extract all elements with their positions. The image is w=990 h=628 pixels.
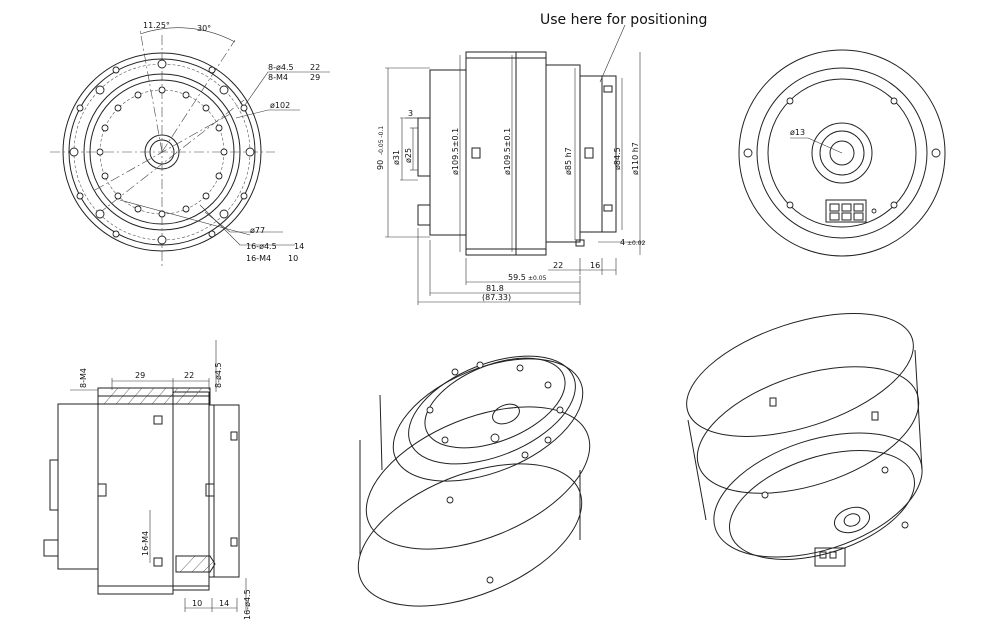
dim-14-section: 14 — [219, 599, 229, 608]
angle-11-25-label: 11.25° — [143, 21, 170, 30]
dia-110-label: ø110 h7 — [631, 142, 640, 175]
holes-8-d4-5-label: 8-ø4.5 — [268, 63, 294, 72]
front-view: 11.25° 30° 8-ø4.5 22 8-M4 29 ø102 ø77 16… — [50, 21, 330, 268]
dim-4-label: 4 — [620, 238, 625, 247]
dia-84-5-label: ø84.5 — [613, 147, 622, 170]
dia-102-label: ø102 — [270, 101, 290, 110]
holes-16-depth-label: 14 — [294, 242, 304, 251]
dim-29-section: 29 — [135, 371, 145, 380]
isometric-rear — [686, 313, 923, 567]
dim-16-label: 16 — [590, 261, 600, 270]
angle-30-label: 30° — [197, 24, 211, 33]
dim-59-5-tolerance: ±0.05 — [528, 275, 547, 282]
dia-77-label: ø77 — [250, 226, 265, 235]
dia-109-5-label-b: ø109.5±0.1 — [503, 128, 512, 175]
holes-16-d4-5-label: 16-ø4.5 — [246, 242, 277, 251]
dim-3-label: 3 — [408, 109, 413, 118]
dim-22-label: 22 — [553, 261, 563, 270]
dim-87-33-label: (87.33) — [482, 293, 511, 302]
thread-8-m4-section: 8-M4 — [79, 368, 88, 388]
holes-8-depth-label: 22 — [310, 63, 320, 72]
dim-90-label: 90 — [376, 160, 385, 170]
hole-8-section: 8-ø4.5 — [214, 362, 223, 388]
thread-16-m4-label: 16-M4 — [246, 254, 271, 263]
section-view: 8-M4 29 22 8-ø4.5 16-M4 10 14 16-ø4.5 — [43, 340, 252, 620]
dim-10-section: 10 — [192, 599, 202, 608]
side-view: Use here for positioning 3 90 -0.05 -0.1… — [376, 12, 707, 305]
dia-25-label: ø25 — [404, 148, 413, 163]
dim-90-tolerance: -0.05 -0.1 — [378, 126, 385, 155]
dim-22-section: 22 — [184, 371, 194, 380]
dia-31-label: ø31 — [392, 150, 401, 165]
dia-109-5-label-a: ø109.5±0.1 — [451, 128, 460, 175]
dia-13-label: ø13 — [790, 128, 805, 137]
dim-59-5-label: 59.5 — [508, 273, 526, 282]
positioning-note: Use here for positioning — [540, 12, 707, 28]
rear-view: ø13 — [738, 49, 946, 257]
thread-16-m4-section: 16-M4 — [141, 531, 150, 556]
dim-4-tolerance: ±0.02 — [627, 240, 646, 247]
dim-81-8-label: 81.8 — [486, 284, 504, 293]
isometric-front — [357, 355, 591, 607]
thread-8-depth-label: 29 — [310, 73, 320, 82]
hole-16-section: 16-ø4.5 — [243, 589, 252, 620]
thread-8-m4-label: 8-M4 — [268, 73, 288, 82]
thread-16-depth-label: 10 — [288, 254, 298, 263]
dia-85-label: ø85 h7 — [564, 147, 573, 175]
